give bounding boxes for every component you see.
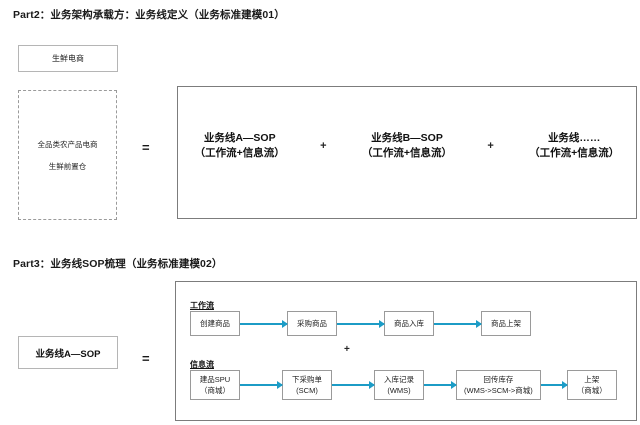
node-main-text: 建品SPU [199,375,231,384]
flow-arrow-icon [240,381,283,389]
infoflow-node: 回传库存 (WMS->SCM->商城) [456,370,541,400]
flow-arrow-icon [337,319,385,328]
node-main-text: 商品入库 [394,319,424,328]
workflow-node: 商品入库 [384,311,434,336]
part2-panel: 业务线A—SOP （工作流+信息流） + 业务线B—SOP （工作流+信息流） … [177,86,637,219]
infoflow-node: 入库记录 (WMS) [374,370,424,400]
carrier-line-2: 生鲜前置仓 [48,161,87,171]
equals-sign-part2: = [142,140,150,155]
node-main-text: 采购商品 [297,319,327,328]
workflow-label: 工作流 [190,301,214,310]
business-line-name: 业务线…… [547,132,601,144]
node-sub-text: (SCM) [296,386,318,395]
flow-arrow-icon [240,319,288,328]
node-main-text: 商品上架 [491,319,521,328]
workflow-node: 创建商品 [190,311,240,336]
infoflow-node: 上架 （商城） [566,370,617,400]
node-main-text: 下采购单 [292,375,322,384]
business-line-a-label: 业务线A—SOP [35,348,101,360]
node-main-text: 回传库存 [483,375,514,384]
carrier-line-1: 全品类农产品电商 [37,139,98,149]
flow-arrow-icon [540,381,568,389]
business-line-item: 业务线…… （工作流+信息流） [529,131,619,161]
plus-sign-between-flows: + [344,344,350,355]
node-main-text: 创建商品 [200,319,230,328]
plus-sign-1: + [320,139,327,152]
node-sub-text: （商城） [200,386,230,395]
workflow-row: 创建商品 采购商品 商品入库 商品上架 [190,311,531,336]
infoflow-label: 信息流 [190,360,214,369]
business-line-name: 业务线B—SOP [371,132,443,144]
business-line-a-box: 业务线A—SOP [18,336,118,369]
infoflow-node: 下采购单 (SCM) [282,370,332,400]
brand-box-label: 生鲜电商 [52,54,84,63]
business-line-detail: （工作流+信息流） [529,147,620,159]
business-line-detail: （工作流+信息流） [361,147,453,159]
plus-sign-2: + [487,139,494,152]
part2-section-title: Part2：业务架构承载方：业务线定义（业务标准建模01） [13,9,285,21]
node-main-text: 入库记录 [384,375,414,384]
flow-arrow-icon [332,381,375,389]
flow-arrow-icon [434,319,482,328]
infoflow-node: 建品SPU （商城） [190,370,240,400]
business-line-detail: （工作流+信息流） [194,147,285,159]
node-sub-text: (WMS->SCM->商城) [464,386,533,395]
part3-panel: 工作流 创建商品 采购商品 商品入库 商品上架 + 信息流 建品SPU （商城） [175,281,637,421]
node-sub-text: （商城） [576,386,607,395]
business-line-item: 业务线A—SOP （工作流+信息流） [195,131,285,161]
equals-sign-part3: = [142,351,150,366]
part3-section-title: Part3：业务线SOP梳理（业务标准建模02） [13,258,223,270]
workflow-node: 采购商品 [287,311,337,336]
workflow-node: 商品上架 [481,311,531,336]
business-line-name: 业务线A—SOP [203,132,276,144]
node-sub-text: (WMS) [387,386,411,395]
brand-box-fresh-ecommerce: 生鲜电商 [18,45,118,72]
node-main-text: 上架 [584,375,600,384]
infoflow-row: 建品SPU （商城） 下采购单 (SCM) 入库记录 (WMS) 回传库存 (W… [190,370,617,400]
business-lines-row: 业务线A—SOP （工作流+信息流） + 业务线B—SOP （工作流+信息流） … [178,131,636,161]
flow-arrow-icon [424,381,457,389]
business-line-item: 业务线B—SOP （工作流+信息流） [362,131,452,161]
carrier-dashed-box: 全品类农产品电商 生鲜前置仓 [18,90,117,220]
